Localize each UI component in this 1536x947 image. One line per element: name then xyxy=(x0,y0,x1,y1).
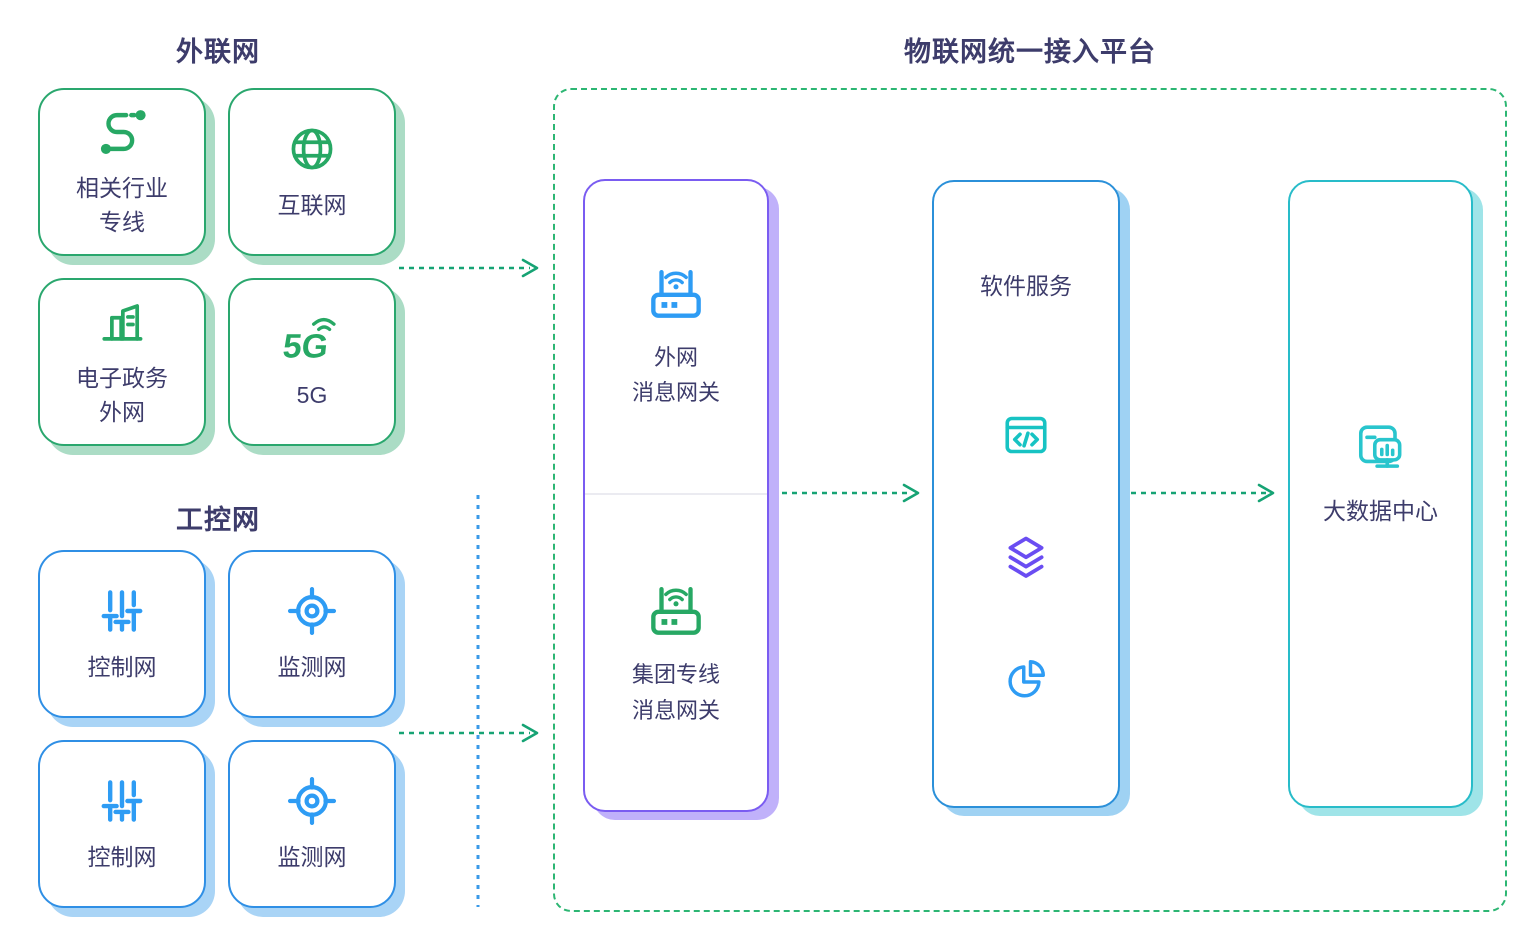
card-industry-line: 相关行业 专线 xyxy=(38,88,206,256)
gateway-box: 外网 消息网关 集团专线 消息网关 xyxy=(583,179,769,812)
card-label: 控制网 xyxy=(87,653,157,680)
group-line-gateway-label: 集团专线 消息网关 xyxy=(631,662,720,723)
software-services-box: 软件服务 xyxy=(932,180,1120,808)
industrial-heading: 工控网 xyxy=(176,505,260,535)
router-icon xyxy=(647,581,705,639)
pie-chart-icon xyxy=(1002,655,1050,703)
big-data-center-box: 大数据中心 xyxy=(1288,180,1473,808)
arrow-gateway-to-services xyxy=(779,482,931,504)
card-label: 监测网 xyxy=(277,653,347,680)
data-center-icon xyxy=(1353,421,1409,477)
route-icon xyxy=(95,105,149,159)
external-gateway-label: 外网 消息网关 xyxy=(631,344,720,405)
extranet-card-grid: 相关行业 专线 互联网 xyxy=(38,88,396,446)
card-label: 监测网 xyxy=(277,843,347,870)
arrow-services-to-datacenter xyxy=(1128,482,1286,504)
card-monitor-net-2: 监测网 xyxy=(228,740,396,908)
card-label: 互联网 xyxy=(277,191,347,218)
card-control-net-2: 控制网 xyxy=(38,740,206,908)
big-data-center-label: 大数据中心 xyxy=(1323,498,1438,524)
group-line-gateway: 集团专线 消息网关 xyxy=(585,497,767,812)
platform-container xyxy=(553,88,1507,912)
code-window-icon xyxy=(1002,411,1050,459)
router-icon xyxy=(647,264,705,322)
building-icon xyxy=(95,295,149,349)
industrial-boundary-line xyxy=(472,493,484,909)
sliders-icon xyxy=(95,584,149,638)
platform-title: 物联网统一接入平台 xyxy=(904,37,1156,67)
target-icon xyxy=(285,584,339,638)
card-monitor-net-1: 监测网 xyxy=(228,550,396,718)
arrow-extranet-to-platform xyxy=(396,257,550,279)
card-5g: 5G 5G xyxy=(228,278,396,446)
external-gateway: 外网 消息网关 xyxy=(585,181,767,493)
globe-icon xyxy=(285,122,339,176)
extranet-heading: 外联网 xyxy=(176,37,260,67)
card-label: 相关行业 专线 xyxy=(76,174,168,236)
sliders-icon xyxy=(95,774,149,828)
card-control-net-1: 控制网 xyxy=(38,550,206,718)
svg-text:5G: 5G xyxy=(282,327,330,365)
target-icon xyxy=(285,774,339,828)
industrial-card-grid: 控制网 监测网 xyxy=(38,550,396,908)
layers-icon xyxy=(1001,533,1051,583)
card-label: 控制网 xyxy=(87,843,157,870)
gateway-divider xyxy=(585,493,767,495)
card-label: 电子政务 外网 xyxy=(76,364,168,426)
card-label: 5G xyxy=(296,381,328,408)
arrow-industrial-to-platform xyxy=(396,722,550,744)
card-internet: 互联网 xyxy=(228,88,396,256)
5g-icon: 5G xyxy=(282,312,342,366)
card-egov-extranet: 电子政务 外网 xyxy=(38,278,206,446)
software-services-label: 软件服务 xyxy=(980,273,1072,299)
